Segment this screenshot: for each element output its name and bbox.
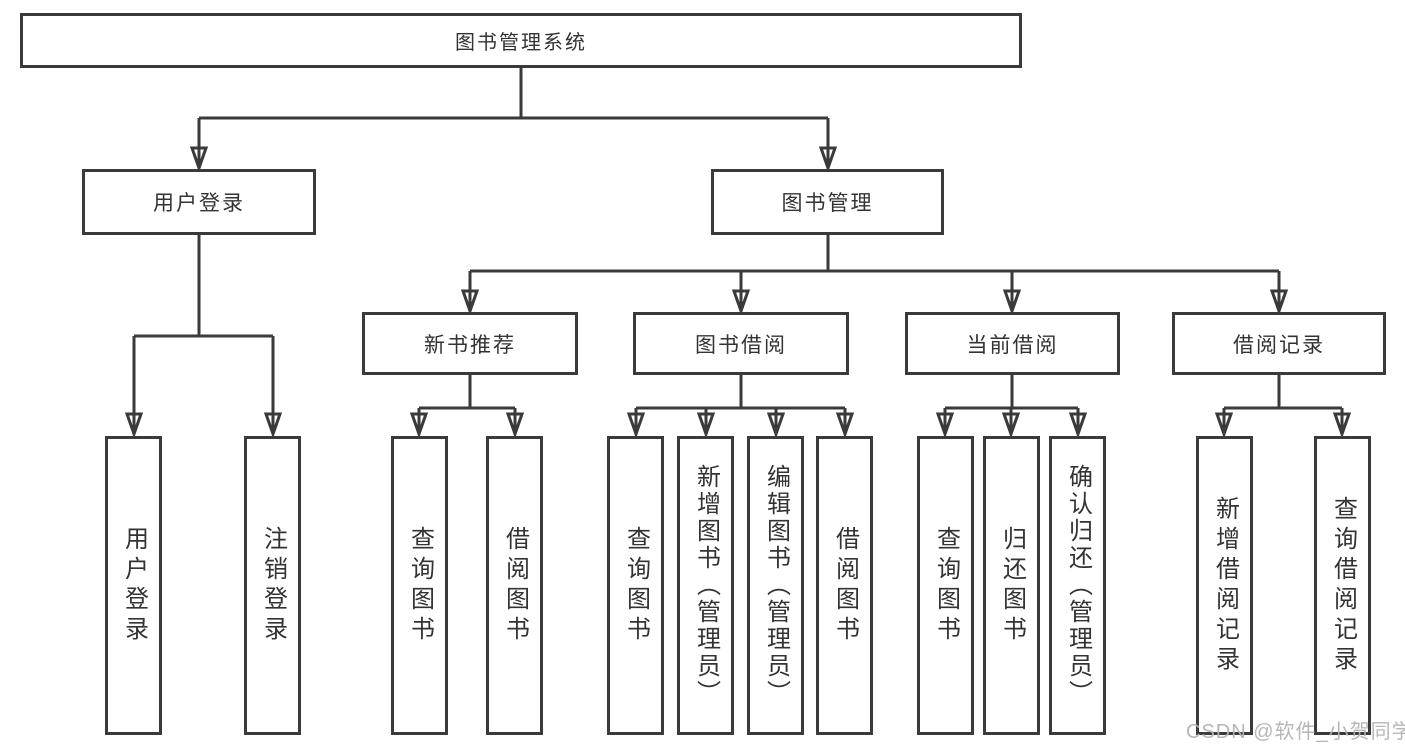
node-library-management-system: 图书管理系统 [20,13,1022,68]
node-label: 图书借阅 [695,333,787,357]
leaf-borrow-books: 借阅图书 [816,436,873,735]
node-label: 用户登录 [120,525,148,646]
node-label: 确认归还（管理员） [1064,464,1092,707]
node-current-borrow: 当前借阅 [905,312,1120,375]
connector-user-login-children [124,235,283,439]
node-borrow-records: 借阅记录 [1172,312,1386,375]
leaf-add-books-admin: 新增图书（管理员） [677,436,734,735]
node-book-management: 图书管理 [711,169,944,235]
leaf-query-borrow-record: 查询借阅记录 [1314,436,1371,735]
node-label: 图书管理 [781,192,874,215]
connector-borrow-records-children [1214,375,1352,439]
connector-book-management-children [460,235,1289,316]
leaf-query-books: 查询图书 [917,436,974,735]
node-book-borrow: 图书借阅 [633,312,849,375]
node-label: 用户登录 [153,192,245,215]
leaf-user-login: 用户登录 [105,436,162,735]
leaf-return-books: 归还图书 [983,436,1040,735]
node-label: 借阅图书 [831,525,859,646]
node-user-login: 用户登录 [82,169,316,235]
leaf-query-books: 查询图书 [391,436,448,735]
connector-root-to-level2 [189,68,838,173]
node-label: 图书管理系统 [455,32,587,54]
csdn-watermark: CSDN @软件_小贺同学 [1186,721,1405,743]
leaf-borrow-books: 借阅图书 [486,436,543,735]
node-label: 新增图书（管理员） [692,464,720,707]
node-label: 查询图书 [932,525,960,646]
node-label: 新书推荐 [424,333,516,357]
connector-current-borrow-children [935,375,1088,439]
node-label: 注销登录 [259,525,287,646]
leaf-query-books: 查询图书 [607,436,664,735]
node-label: 借阅图书 [501,525,529,646]
node-label: 编辑图书（管理员） [762,464,790,707]
node-label: 新增借阅记录 [1211,495,1239,676]
node-label: 查询借阅记录 [1329,495,1357,676]
leaf-add-borrow-record: 新增借阅记录 [1196,436,1253,735]
leaf-edit-books-admin: 编辑图书（管理员） [747,436,804,735]
node-label: 借阅记录 [1233,333,1325,357]
node-label: 查询图书 [622,525,650,646]
connector-book-borrow-children [626,375,855,439]
node-label: 查询图书 [406,525,434,646]
leaf-logout: 注销登录 [244,436,301,735]
node-label: 当前借阅 [966,333,1059,357]
leaf-confirm-return-admin: 确认归还（管理员） [1049,436,1106,735]
node-label: 归还图书 [998,525,1026,646]
node-new-book-recommend: 新书推荐 [362,312,578,375]
connector-new-book-recommend-children [409,375,525,439]
